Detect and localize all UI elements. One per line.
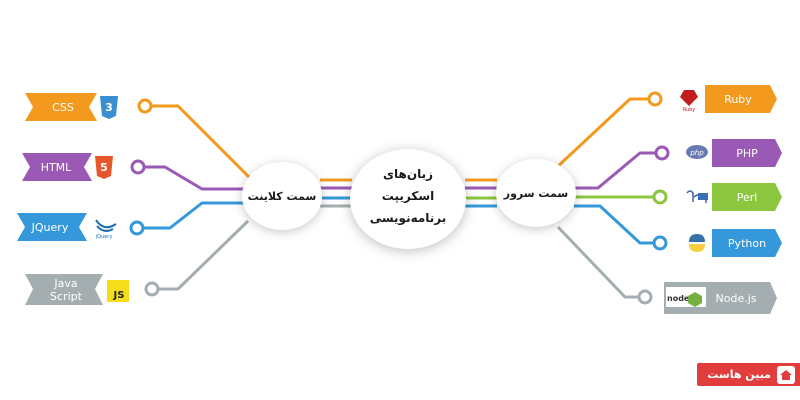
client-item-html: HTML 5 (22, 153, 146, 181)
brand-logo-icon (777, 365, 795, 384)
connector-dot (652, 189, 668, 205)
connector-dot (130, 159, 146, 175)
php-icon: php (686, 145, 708, 159)
server-item-php: PHP php (654, 139, 782, 167)
center-node: زبان‌های اسکریپت برنامه‌نویسی (350, 149, 466, 249)
python-icon (689, 234, 705, 252)
connector-dot (137, 98, 153, 114)
client-hub-node: سمت کلاینت (242, 162, 322, 230)
server-item-label: PHP (736, 147, 758, 160)
center-title-line-1: زبان‌های (383, 167, 433, 181)
svg-text:5: 5 (100, 161, 108, 174)
client-item-jquery: JQuery jQuery (17, 213, 145, 241)
server-branch-line (556, 225, 639, 299)
connector-dot (647, 91, 663, 107)
server-item-label: Perl (737, 191, 758, 204)
svg-text:node: node (667, 294, 690, 303)
server-item-label: Python (728, 237, 766, 250)
html5-icon: 5 (95, 156, 113, 179)
jquery-icon: jQuery (90, 214, 118, 240)
brand-badge[interactable]: مبین هاست (697, 363, 800, 386)
client-branch-line (151, 104, 252, 180)
css3-icon: 3 (100, 96, 118, 119)
server-item-label: Node.js (716, 292, 757, 305)
ruby-icon: Ruby (680, 90, 698, 113)
connector-dot (652, 235, 668, 251)
connector-dot (144, 281, 160, 297)
client-branch-line (144, 165, 244, 191)
server-branch-line (554, 97, 649, 170)
client-branch-line (143, 201, 244, 230)
server-hub-label: سمت سرور (503, 187, 569, 200)
client-hub-label: سمت کلاینت (248, 190, 317, 203)
server-hub-node: سمت سرور (496, 159, 576, 227)
server-item-ruby: Ruby Ruby (647, 85, 777, 113)
client-item-label: HTML (41, 161, 72, 174)
server-item-python: Python (652, 229, 782, 257)
svg-text:Ruby: Ruby (683, 107, 696, 113)
server-item-label: Ruby (724, 93, 752, 106)
connector-dot (654, 145, 670, 161)
server-branch-line (574, 151, 656, 190)
connector-dot (129, 220, 145, 236)
svg-text:JS: JS (113, 290, 125, 301)
client-item-css: CSS 3 (25, 93, 153, 121)
javascript-icon: JS (107, 280, 129, 302)
client-item-label: CSS (52, 101, 74, 114)
connector-dot (637, 289, 653, 305)
server-item-perl: Perl (652, 183, 782, 211)
center-title-line-3: برنامه‌نویسی (370, 211, 447, 226)
brand-label: مبین هاست (707, 368, 771, 381)
svg-text:3: 3 (105, 101, 113, 114)
server-branch-line (574, 204, 654, 245)
nodejs-icon: node (667, 292, 702, 307)
svg-text:php: php (689, 149, 704, 157)
svg-text:jQuery: jQuery (95, 234, 113, 240)
client-branch-line (158, 219, 250, 291)
client-item-label: JQuery (31, 221, 69, 234)
center-title-line-2: اسکریپت (382, 189, 434, 203)
server-item-nodejs: node Node.js (637, 282, 777, 314)
perl-icon (684, 188, 710, 206)
connector-lines (143, 97, 656, 299)
